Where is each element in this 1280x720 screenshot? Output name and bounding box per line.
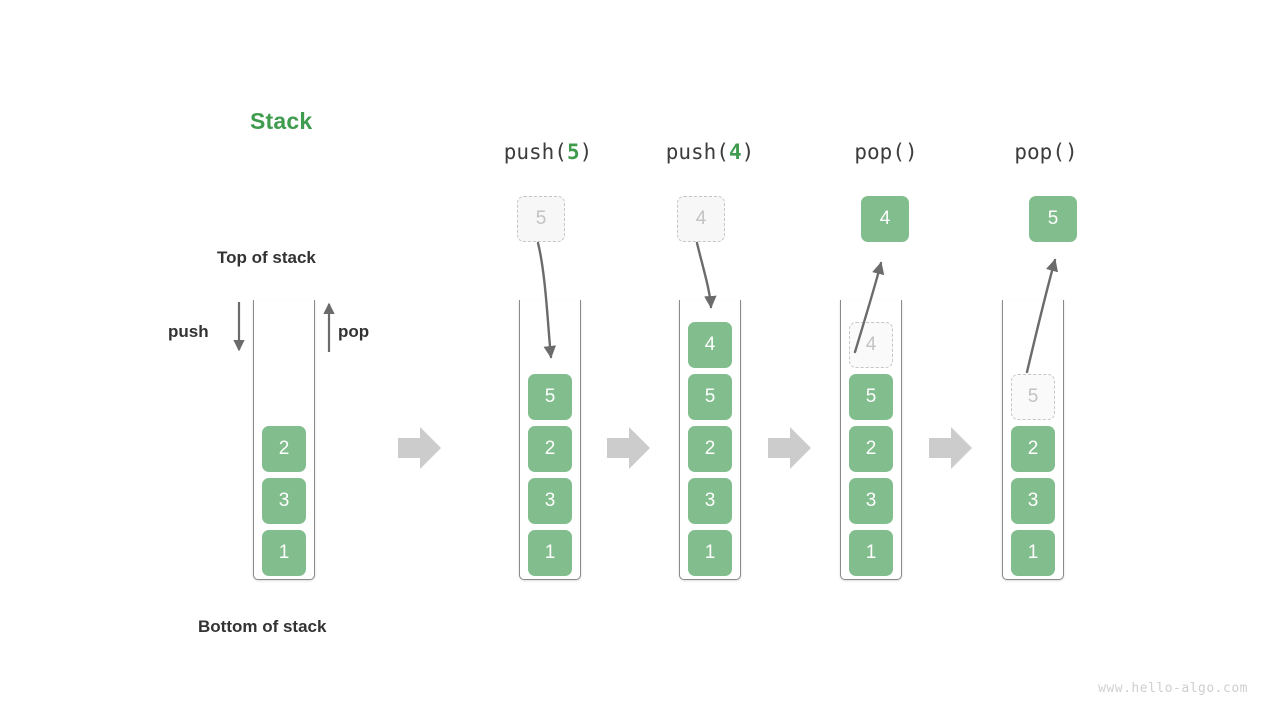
stack-cell: 2 bbox=[849, 426, 893, 472]
stack-cell: 1 bbox=[688, 530, 732, 576]
caption-text: pop() bbox=[1014, 140, 1078, 164]
stack-cell: 4 bbox=[688, 322, 732, 368]
stack-cell: 3 bbox=[262, 478, 306, 524]
caption-suffix: ) bbox=[741, 140, 755, 164]
caption-text: push( bbox=[665, 140, 729, 164]
stack-cell: 2 bbox=[262, 426, 306, 472]
incoming-value-5: 5 bbox=[517, 196, 565, 242]
stack-cell: 3 bbox=[528, 478, 572, 524]
outgoing-value-4: 4 bbox=[861, 196, 909, 242]
stack-cell: 5 bbox=[528, 374, 572, 420]
label-top-of-stack: Top of stack bbox=[217, 248, 316, 267]
caption-value: 5 bbox=[566, 140, 580, 164]
caption-push-4: push(4) bbox=[660, 140, 760, 164]
stack-cell-ghost: 5 bbox=[1011, 374, 1055, 420]
incoming-value-4: 4 bbox=[677, 196, 725, 242]
stack-cell: 1 bbox=[528, 530, 572, 576]
stack-cell: 2 bbox=[528, 426, 572, 472]
stack-container-pop-1: 4 5 2 3 1 bbox=[840, 300, 902, 580]
step-arrow-icon bbox=[398, 427, 441, 469]
label-pop: pop bbox=[338, 322, 370, 341]
stack-cell: 1 bbox=[1011, 530, 1055, 576]
step-arrow-icon bbox=[607, 427, 650, 469]
stack-container-push-5: 5 2 3 1 bbox=[519, 300, 581, 580]
label-push: push bbox=[168, 322, 209, 341]
stack-container-pop-2: 5 2 3 1 bbox=[1002, 300, 1064, 580]
stack-cell: 3 bbox=[1011, 478, 1055, 524]
caption-text: push( bbox=[503, 140, 567, 164]
stack-container-initial: 2 3 1 bbox=[253, 300, 315, 580]
step-arrow-icon bbox=[768, 427, 811, 469]
stack-cell: 3 bbox=[849, 478, 893, 524]
stack-cell: 5 bbox=[688, 374, 732, 420]
stack-cell: 1 bbox=[262, 530, 306, 576]
stack-cell: 2 bbox=[688, 426, 732, 472]
caption-suffix: ) bbox=[579, 140, 593, 164]
caption-value: 4 bbox=[728, 140, 742, 164]
label-bottom-of-stack: Bottom of stack bbox=[198, 617, 327, 636]
page-title: Stack bbox=[250, 108, 313, 134]
step-arrow-icon bbox=[929, 427, 972, 469]
flow-arrow-push-4 bbox=[695, 241, 717, 309]
watermark: www.hello-algo.com bbox=[1098, 681, 1248, 696]
stack-cell: 2 bbox=[1011, 426, 1055, 472]
stack-cell: 1 bbox=[849, 530, 893, 576]
caption-pop-2: pop() bbox=[996, 140, 1096, 164]
caption-text: pop() bbox=[854, 140, 918, 164]
stack-cell: 3 bbox=[688, 478, 732, 524]
stack-container-push-4: 4 5 2 3 1 bbox=[679, 300, 741, 580]
caption-push-5: push(5) bbox=[498, 140, 598, 164]
outgoing-value-5: 5 bbox=[1029, 196, 1077, 242]
stack-cell: 5 bbox=[849, 374, 893, 420]
stack-cell-ghost: 4 bbox=[849, 322, 893, 368]
caption-pop-1: pop() bbox=[836, 140, 936, 164]
